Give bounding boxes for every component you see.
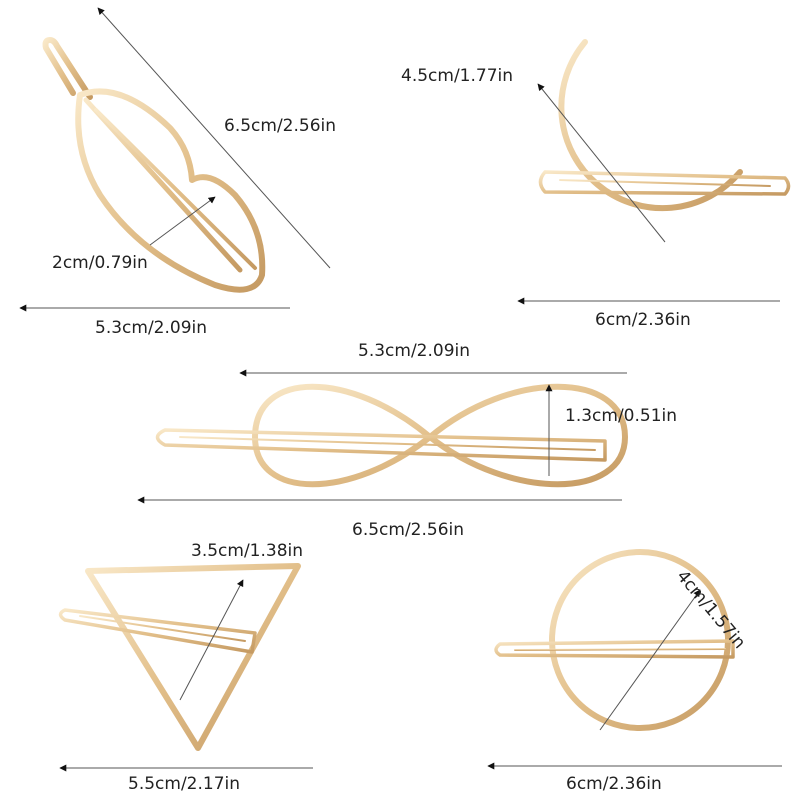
- infinity-height-label: 1.3cm/0.51in: [565, 406, 678, 426]
- triangle-height-label: 3.5cm/1.38in: [191, 541, 304, 561]
- lips-width-label: 5.3cm/2.09in: [95, 318, 208, 338]
- lips-diagonal-label: 6.5cm/2.56in: [224, 116, 337, 136]
- moon-width-label: 6cm/2.36in: [595, 310, 691, 330]
- circle-width-label: 6cm/2.36in: [566, 774, 662, 794]
- triangle-hairclip: [58, 563, 301, 751]
- infinity-hairclip: [155, 383, 628, 488]
- circle-hairclip: [494, 549, 735, 731]
- triangle-width-label: 5.5cm/2.17in: [128, 774, 241, 794]
- moon-height-label: 4.5cm/1.77in: [401, 66, 514, 86]
- lips-height-line: [149, 196, 216, 246]
- lips-height-label: 2cm/0.79in: [52, 253, 148, 273]
- circle-diameter-line: [599, 589, 701, 731]
- moon-hairclip: [538, 39, 791, 212]
- infinity-bottom-label: 6.5cm/2.56in: [352, 520, 465, 540]
- infinity-top-label: 5.3cm/2.09in: [358, 341, 471, 361]
- moon-height-line: [537, 83, 666, 243]
- lips-diagonal-line: [97, 7, 331, 269]
- lips-hairclip: [42, 37, 266, 293]
- triangle-height-line: [179, 579, 244, 701]
